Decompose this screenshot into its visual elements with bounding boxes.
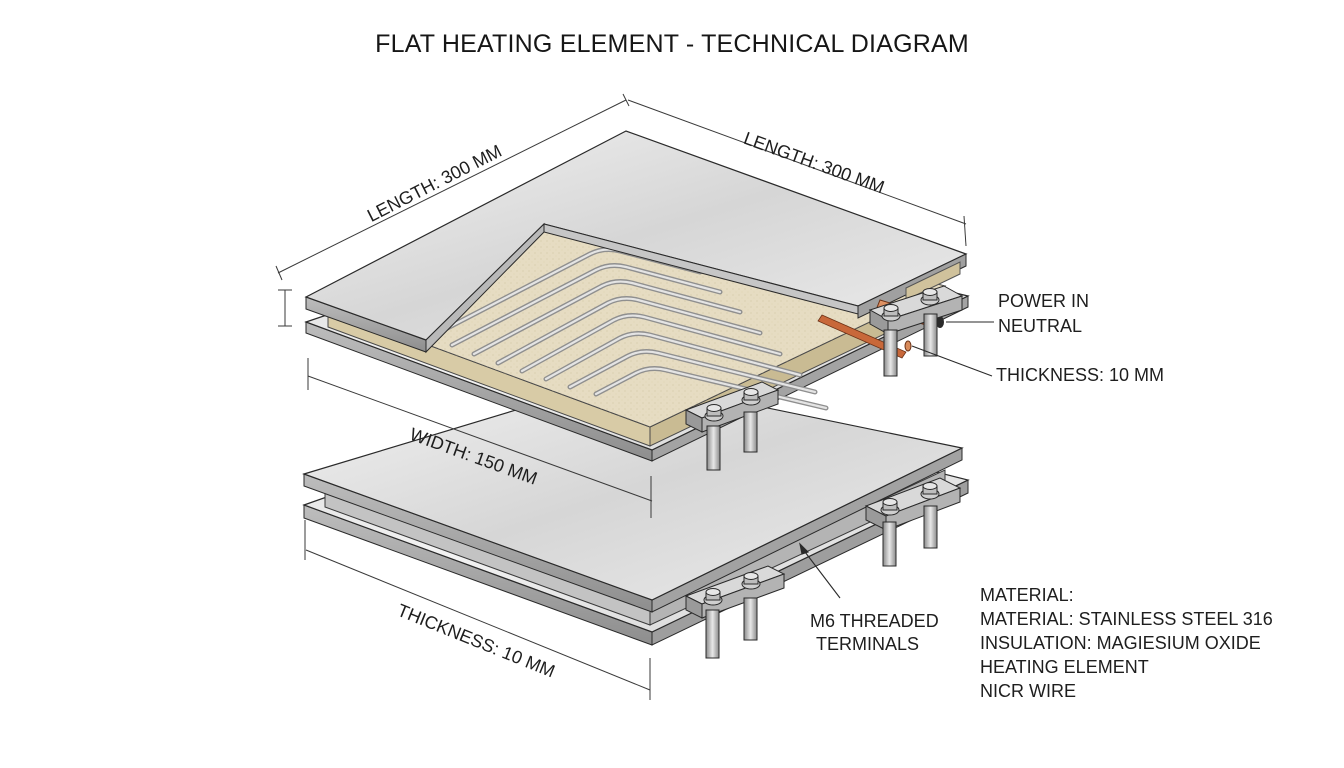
upper-right-terminal-block xyxy=(868,285,964,377)
leader-lines xyxy=(799,321,994,599)
spec-line: MATERIAL: STAINLESS STEEL 316 xyxy=(980,609,1273,629)
lower-right-terminal-block xyxy=(864,477,962,567)
spec-line: INSULATION: MAGIESIUM OXIDE xyxy=(980,633,1261,653)
diagram-title: FLAT HEATING ELEMENT - TECHNICAL DIAGRAM xyxy=(375,30,969,58)
spec-list: MATERIAL: MATERIAL: STAINLESS STEEL 316 … xyxy=(980,583,1273,703)
thickness-right-label: THICKNESS: 10 MM xyxy=(996,365,1165,385)
upper-front-terminal-block xyxy=(684,381,780,471)
lower-assembly xyxy=(302,377,970,659)
spec-line: NICR WIRE xyxy=(980,681,1076,701)
lower-front-terminal-block xyxy=(684,565,786,659)
terminals-label-line1: M6 THREADED xyxy=(810,611,939,631)
neutral-label: NEUTRAL xyxy=(998,316,1083,336)
spec-line: HEATING ELEMENT xyxy=(980,657,1149,677)
power-in-label: POWER IN xyxy=(998,291,1090,311)
upper-assembly xyxy=(304,130,970,471)
dimension-lines xyxy=(275,93,967,700)
spec-line: MATERIAL: xyxy=(980,585,1074,605)
terminals-label-line2: TERMINALS xyxy=(816,634,920,654)
cover-side-strip xyxy=(905,261,961,301)
